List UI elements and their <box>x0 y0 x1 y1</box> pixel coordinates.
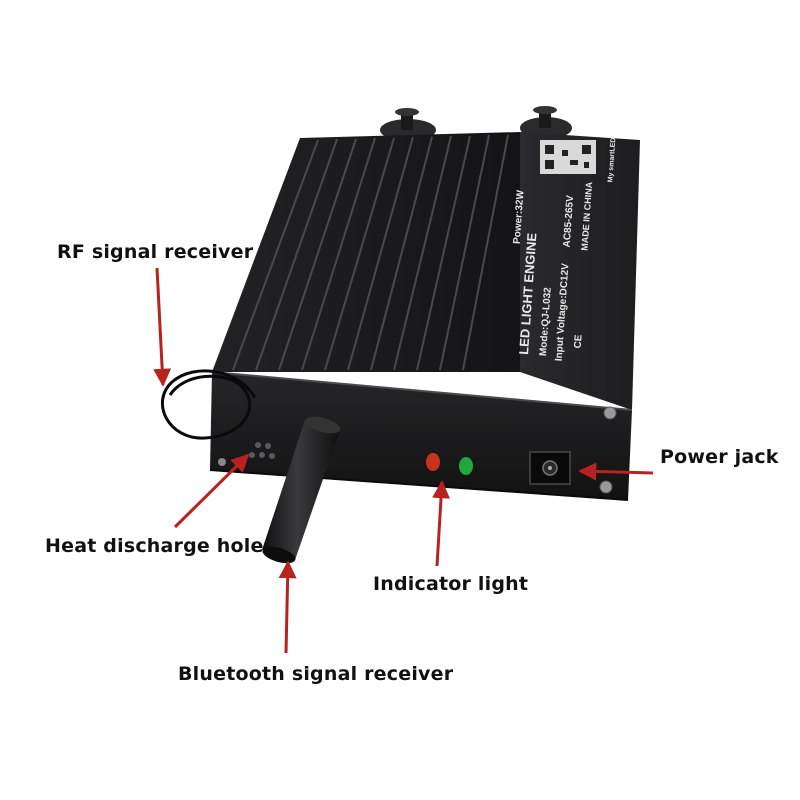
device-ac-range: AC85-265V <box>562 195 577 248</box>
label-heat-discharge-hole: Heat discharge hole <box>45 535 264 557</box>
device-cert: CE <box>573 334 585 349</box>
device-brand: My smartLED <box>607 137 617 182</box>
screw-bottom-right <box>599 480 613 494</box>
label-bluetooth-signal-receiver: Bluetooth signal receiver <box>178 663 454 685</box>
callout-arrows <box>153 267 654 654</box>
arrow-bluetooth-receiver <box>278 560 297 654</box>
screw-top-right <box>603 406 617 420</box>
power-jack <box>529 451 571 485</box>
device-body <box>161 106 640 564</box>
label-panel <box>520 132 640 410</box>
arrow-power-jack <box>578 462 654 481</box>
arrow-indicator-light <box>432 480 451 567</box>
device-model: Mode:QJ-L032 <box>538 287 554 357</box>
rf-antenna-wire <box>161 369 257 440</box>
device-power: Power:32W <box>512 189 527 244</box>
label-rf-signal-receiver: RF signal receiver <box>57 241 254 263</box>
device-made-in: MADE IN CHINA <box>579 181 594 251</box>
heat-discharge-holes <box>249 442 275 459</box>
device-spec-text: LED LIGHT ENGINE Mode:QJ-L032 Input Volt… <box>512 137 618 361</box>
arrow-rf-receiver <box>153 267 172 387</box>
heatsink-top <box>212 132 520 372</box>
indicator-led-red <box>426 453 440 471</box>
indicator-led-green <box>459 457 473 475</box>
heatsink-fins <box>232 134 509 371</box>
screw-bottom-left <box>218 458 226 466</box>
label-power-jack: Power jack <box>660 446 779 468</box>
arrow-heat-hole <box>173 453 250 529</box>
label-indicator-light: Indicator light <box>373 573 529 595</box>
bluetooth-antenna <box>262 416 341 564</box>
